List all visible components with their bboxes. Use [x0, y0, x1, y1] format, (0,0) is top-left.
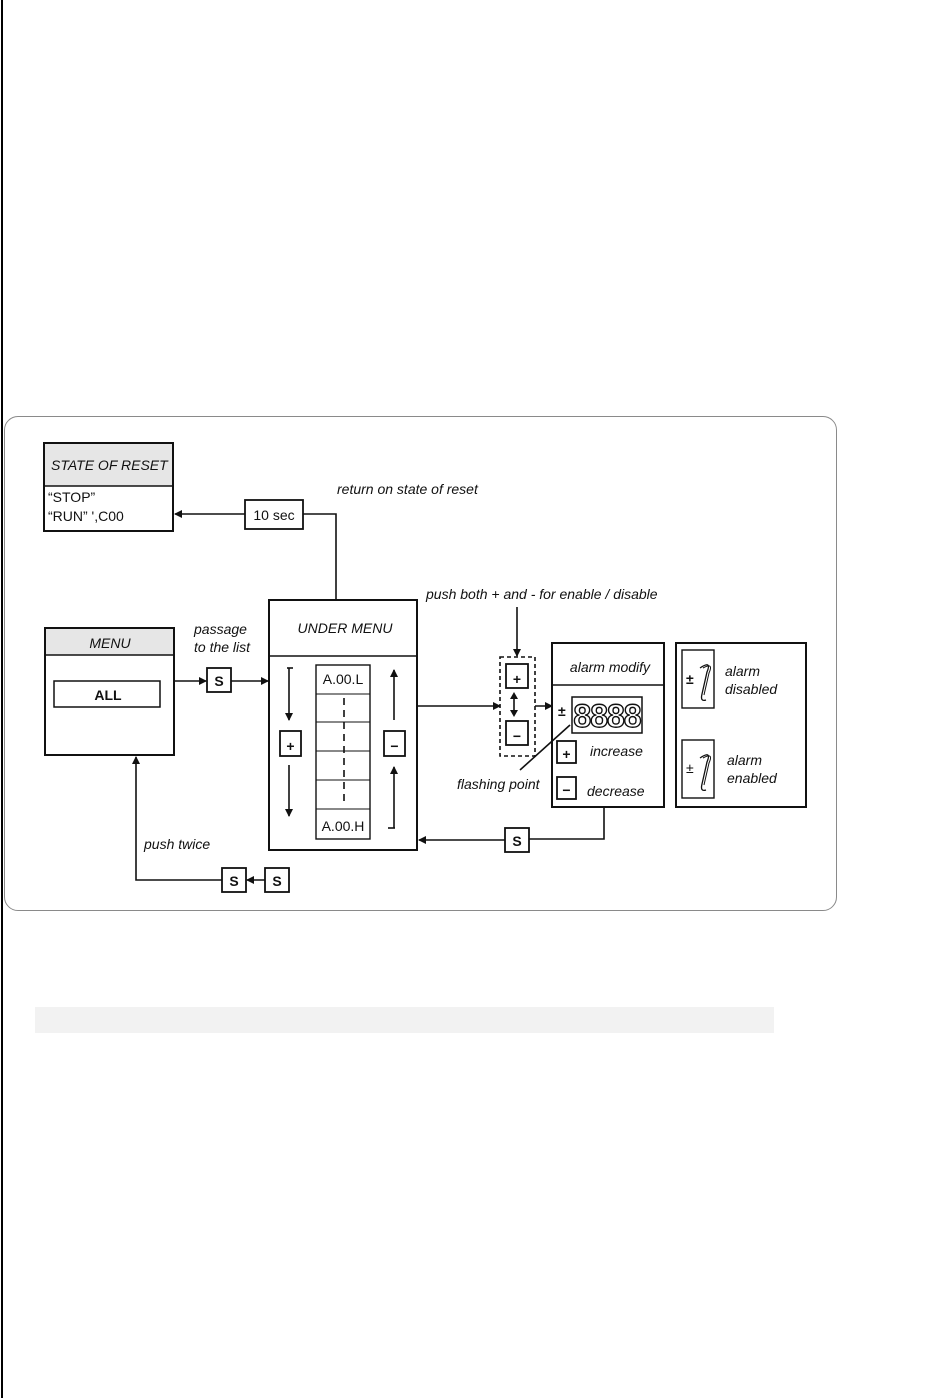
- push-twice-arrow: [136, 757, 222, 880]
- state-of-reset-title: STATE OF RESET: [51, 457, 169, 473]
- parameter-list: [316, 665, 370, 839]
- s-key-confirm[interactable]: S: [505, 828, 529, 852]
- passage-label-2: to the list: [194, 639, 251, 655]
- sign-indicator-icon: ±: [558, 703, 566, 719]
- group-plus-button[interactable]: +: [506, 664, 528, 688]
- increase-label: increase: [590, 743, 643, 759]
- under-menu-box: UNDER MENU A.00.L A.00.H +: [269, 600, 417, 850]
- s-key-passage[interactable]: S: [207, 668, 231, 692]
- group-minus-button[interactable]: −: [506, 721, 528, 745]
- minus-icon: −: [562, 782, 570, 798]
- push-twice-label: push twice: [143, 836, 210, 852]
- alarm-disabled-line1: alarm: [725, 663, 760, 679]
- state-of-reset-stop: “STOP”: [48, 489, 96, 505]
- alarm-states-box: ± alarm disabled ± alarm enabled: [676, 643, 806, 807]
- state-of-reset-box: STATE OF RESET “STOP” “RUN” ',C00: [44, 443, 173, 531]
- under-menu-minus-button[interactable]: −: [384, 731, 405, 756]
- plus-icon: +: [562, 746, 570, 762]
- return-label: return on state of reset: [337, 481, 479, 497]
- state-of-reset-run: “RUN” ',C00: [48, 508, 124, 524]
- decrease-label: decrease: [587, 783, 645, 799]
- under-menu-plus-button[interactable]: +: [280, 731, 301, 756]
- list-first-item: A.00.L: [323, 671, 364, 687]
- minus-icon: −: [390, 738, 398, 754]
- push-both-label: push both + and - for enable / disable: [425, 586, 658, 602]
- s-key-first[interactable]: S: [222, 868, 246, 892]
- minus-icon: −: [513, 728, 521, 744]
- under-menu-title: UNDER MENU: [298, 620, 394, 636]
- display-digits: 8888: [573, 698, 640, 734]
- menu-title: MENU: [89, 635, 131, 651]
- s-key-label: S: [229, 873, 238, 889]
- timer-label: 10 sec: [253, 507, 294, 523]
- s-key-label: S: [214, 673, 223, 689]
- s-key-label: S: [272, 873, 281, 889]
- alarm-enabled-line2: enabled: [727, 770, 778, 786]
- list-last-item: A.00.H: [322, 818, 365, 834]
- alarm-modify-title: alarm modify: [570, 659, 651, 675]
- flashing-point-label: flashing point: [457, 776, 541, 792]
- s-key-label: S: [512, 833, 521, 849]
- s-key-second[interactable]: S: [265, 868, 289, 892]
- plus-icon: +: [513, 671, 521, 687]
- increase-key[interactable]: +: [557, 741, 576, 763]
- alarm-return-line: [529, 807, 604, 839]
- passage-label-1: passage: [193, 621, 247, 637]
- sign-icon: ±: [686, 760, 694, 776]
- menu-box: MENU ALL: [45, 628, 174, 755]
- decrease-key[interactable]: −: [557, 777, 576, 799]
- alarm-modify-box: alarm modify ± 8888 + increase − decreas…: [520, 643, 664, 807]
- menu-value: ALL: [94, 687, 122, 703]
- return-line: [303, 514, 336, 599]
- alarm-enabled-line1: alarm: [727, 752, 762, 768]
- minus-sign-icon: ±: [686, 671, 694, 687]
- plus-icon: +: [286, 738, 294, 754]
- alarm-disabled-line2: disabled: [725, 681, 778, 697]
